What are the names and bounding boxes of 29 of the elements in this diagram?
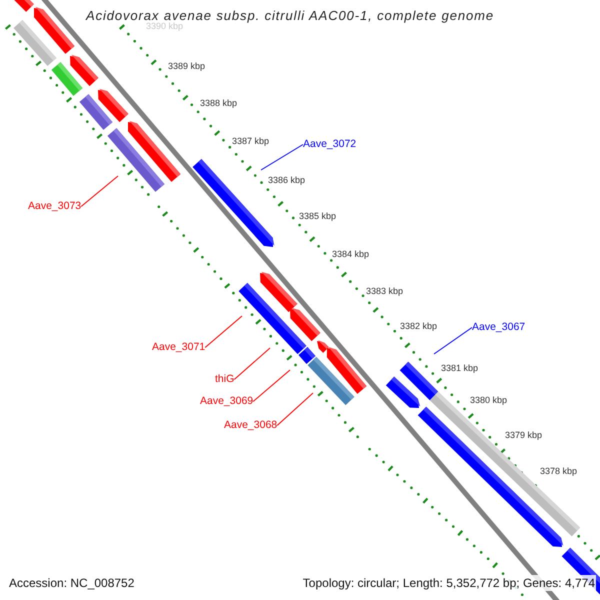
gene-label: Aave_3072 bbox=[303, 138, 356, 151]
scale-label: 3389 kbp bbox=[168, 62, 206, 71]
gene-label: Aave_3073 bbox=[28, 200, 82, 213]
gene-label: Aave_3071 bbox=[152, 341, 206, 354]
leader-line bbox=[276, 392, 314, 426]
gene-label: Aave_3068 bbox=[224, 419, 278, 432]
scale-label: 3388 kbp bbox=[200, 99, 238, 108]
gene-label: thiG bbox=[215, 373, 234, 386]
leader-line bbox=[434, 327, 472, 354]
leader-line bbox=[234, 348, 270, 380]
genome-info-text: Topology: circular; Length: 5,352,772 bp; Genes: 4,774 bbox=[302, 575, 596, 591]
scale-label: 3384 kbp bbox=[332, 250, 370, 259]
leader-line bbox=[80, 176, 118, 207]
scale-label: 3381 kbp bbox=[441, 364, 478, 373]
scale-label: 3386 kbp bbox=[268, 176, 306, 185]
scale-label: 3380 kbp bbox=[470, 396, 508, 405]
accession-text: Accession: NC_008752 bbox=[8, 575, 136, 591]
scale-label: 3379 kbp bbox=[505, 431, 542, 440]
leader-line bbox=[204, 316, 242, 348]
scale-label: 3382 kbp bbox=[400, 322, 438, 331]
scale-label: 3385 kbp bbox=[299, 212, 336, 221]
gene-label: Aave_3067 bbox=[472, 321, 526, 334]
leader-line bbox=[260, 144, 304, 170]
leader-line bbox=[252, 370, 290, 402]
scale-label: 3387 kbp bbox=[232, 137, 270, 146]
gene-label: Aave_3069 bbox=[200, 395, 254, 408]
title: Acidovorax avenae subsp. citrulli AAC00-1, complete genome bbox=[86, 9, 494, 22]
scale-label: 3383 kbp bbox=[366, 287, 404, 296]
scale-label: 3378 kbp bbox=[540, 467, 578, 476]
